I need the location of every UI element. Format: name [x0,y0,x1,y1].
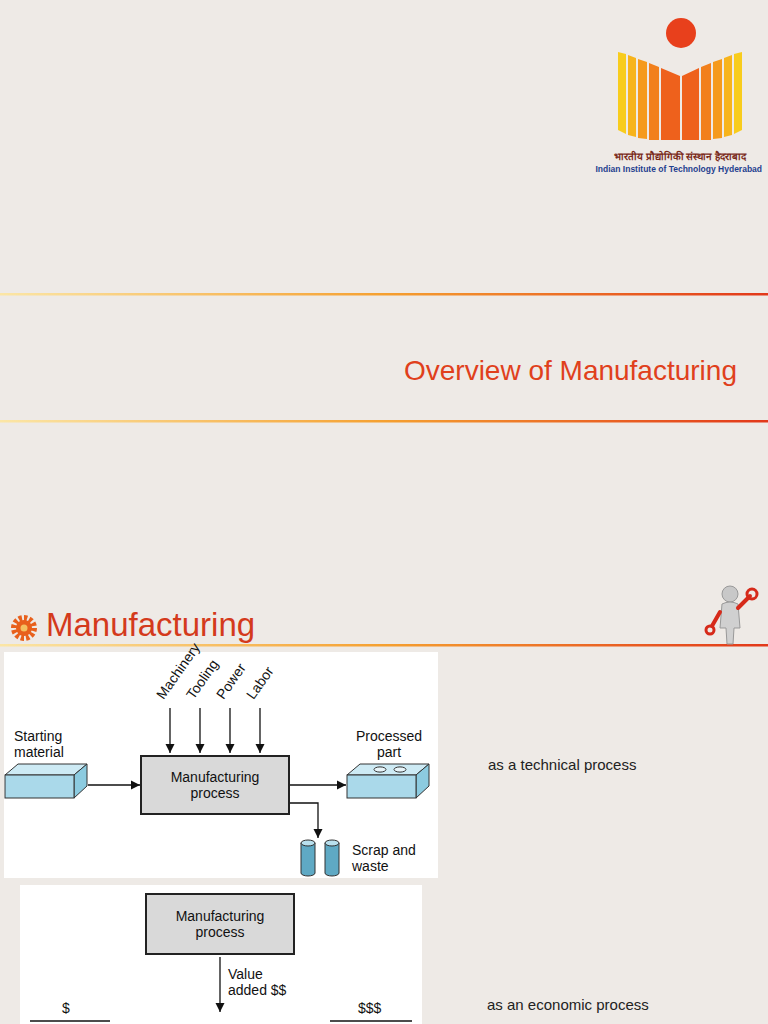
logo-bar [638,59,647,139]
process-box: Manufacturing process [145,893,295,955]
cylinder-top [301,840,315,846]
process-label: Manufacturing process [153,908,287,940]
block-side [74,764,87,798]
diagram-panel [20,885,422,1024]
gear-icon [14,618,34,638]
block-top [347,764,429,775]
input-arrow [259,708,260,753]
value-arrow [219,957,220,1012]
block-front [347,775,416,798]
logo-bar [618,52,626,134]
input-arrow [199,708,200,753]
block-shape [346,762,430,800]
slide-title: Overview of Manufacturing [404,355,737,387]
logo-bar [734,52,742,134]
logo-bar [724,55,732,137]
cylinder-body [301,843,315,876]
gear-body [16,620,32,636]
input-arrow [229,708,230,753]
scrap-waste: Scrap and waste [298,838,428,878]
institute-name: Indian Institute of Technology Hyderabad [595,165,762,175]
flow-arrow [290,784,346,785]
scrap-cylinders [298,838,344,878]
part-label: Scrap and waste [344,842,424,874]
part-label: Processed part [354,728,424,760]
logo-bar [649,63,659,140]
worker-icon [706,586,757,644]
slide-heading: Manufacturing [46,606,255,644]
logo-bar [661,68,680,140]
wrench-head [706,626,714,634]
worker-head [722,586,738,602]
view-caption: as a technical process [488,756,636,773]
flow-arrow [88,784,140,785]
stage-box-edge [330,1020,412,1021]
heading-rule [0,644,768,647]
logo-bar [682,68,699,140]
part-label: Starting material [4,728,84,760]
title-rule [0,293,768,296]
stage-box-edge [30,1020,110,1021]
starting-material: Starting material [4,728,88,800]
view-caption: as an economic process [487,996,649,1013]
gear-hub [21,625,28,632]
process-label: Manufacturing process [148,769,282,801]
logo-bar [713,59,722,139]
drilled-hole [374,767,386,772]
wrench-handle [712,612,720,626]
title-rule [0,420,768,423]
cost-label: $ [62,1000,70,1016]
gear-teeth [14,618,34,638]
block-top [5,764,87,775]
cylinder-top [325,840,339,846]
logo-dot [666,18,696,48]
cost-label: $$$ [358,1000,381,1016]
diagram-panel [4,652,438,878]
institute-logo [618,18,742,140]
processed-part: Processed part [346,728,432,800]
input-arrow [169,708,170,753]
block-side [416,764,429,798]
value-label: Value added $$ [228,966,292,998]
process-box: Manufacturing process [140,755,290,815]
drilled-hole [394,767,406,772]
institute-name-hindi: भारतीय प्रौद्योगिकी संस्थान हैदराबाद [614,151,746,163]
flow-arrow [290,803,318,838]
block-front [5,775,74,798]
cylinder-body [325,843,339,876]
logo-bar [628,55,636,137]
block-shape [4,762,88,800]
logo-bar [701,63,711,140]
wrench-head [747,589,757,599]
